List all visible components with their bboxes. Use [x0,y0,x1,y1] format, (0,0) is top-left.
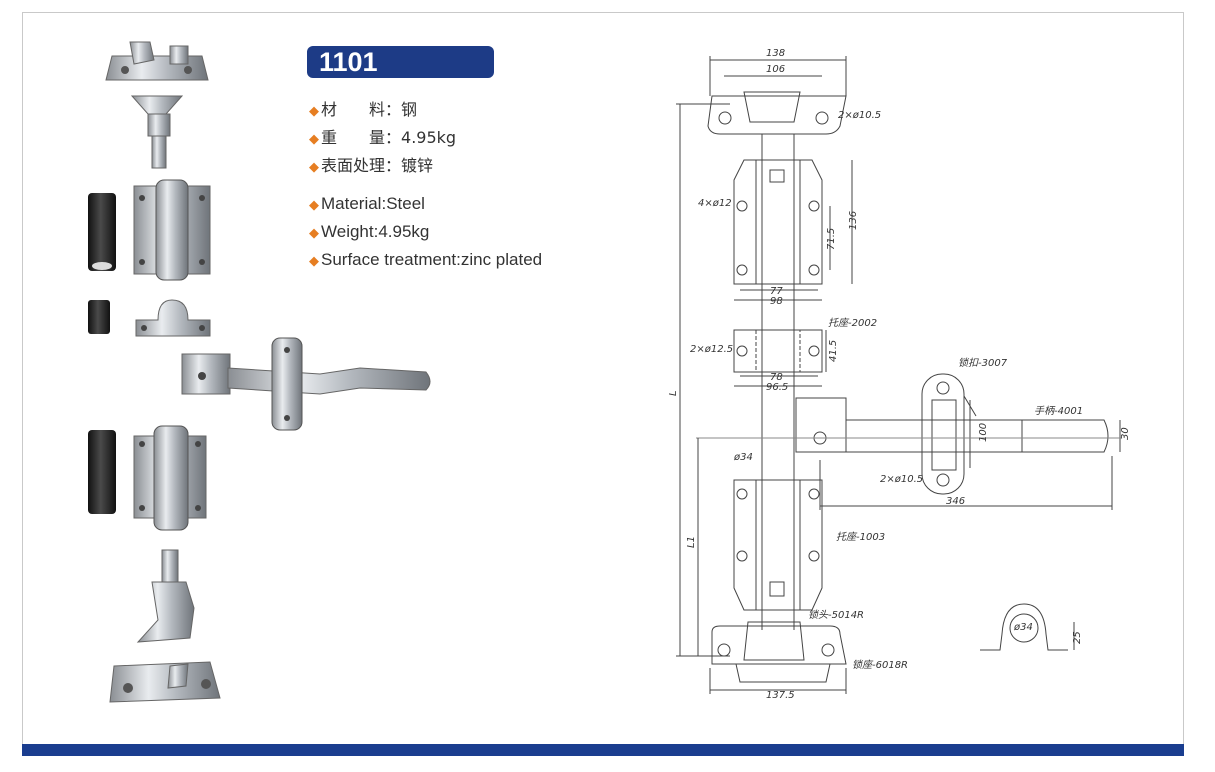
top-keeper-photo [105,41,209,81]
dim-98: 98 [770,296,783,307]
dim-96-5: 96.5 [766,382,788,393]
label-part-2002: 托座-2002 [828,317,877,329]
small-sleeve-photo [88,300,110,334]
rubber-sleeve-photo [88,193,116,271]
model-number-badge: 1101 [307,46,494,78]
spec-label: Material: [321,194,387,213]
handle-photo [181,337,431,431]
diamond-bullet-icon: ◆ [309,132,319,147]
dim-L: L [668,390,679,396]
dim-L1: L1 [686,536,697,548]
upper-bracket-photo [133,179,211,281]
spec-weight-en: ◆Weight:4.95kg [309,222,429,242]
spec-weight-cn: ◆重 量：4.95kg [309,124,456,148]
dim-71-5: 71.5 [826,228,837,250]
label-part-4001: 手柄-4001 [1034,405,1083,417]
label-hole-4x12: 4×ø12 [698,198,732,209]
dim-106: 106 [766,64,785,75]
spec-surface-en: ◆Surface treatment:zinc plated [309,250,542,270]
dim-138: 138 [766,48,785,59]
spec-value: 镀锌 [401,156,434,175]
label-part-6018R: 锁座-6018R [852,659,908,671]
dim-77: 77 [770,286,783,297]
dim-41-5: 41.5 [828,340,839,362]
rubber-sleeve-photo-2 [88,430,116,514]
spec-label: Weight: [321,222,379,241]
diamond-bullet-icon: ◆ [309,160,319,175]
spec-material-cn: ◆材 料：钢 [309,96,417,120]
label-hole-10-5: 2×ø10.5 [880,474,923,485]
label-hole-12-5: 2×ø12.5 [690,344,733,355]
top-cam-photo [130,95,184,169]
diamond-bullet-icon: ◆ [309,197,319,212]
lower-bracket-photo [133,425,207,531]
spec-value: 4.95kg [401,128,457,147]
spec-label: 重 量： [321,128,402,147]
label-part-1003: 托座-1003 [836,531,885,543]
diamond-bullet-icon: ◆ [309,225,319,240]
clamp-25: 25 [1072,631,1083,644]
label-hole-top: 2×ø10.5 [838,110,881,121]
spec-label: 表面处理： [321,156,402,175]
dim-d34: ø34 [733,452,753,463]
product-photos [88,41,431,703]
spec-label: 材 料： [321,100,402,119]
dim-137-5: 137.5 [766,690,795,701]
spec-value: zinc plated [460,250,543,269]
bottom-bar [22,744,1184,756]
spec-label: Surface treatment: [321,250,461,269]
small-clamp-photo [135,299,211,337]
clamp-d34: ø34 [1013,622,1033,633]
dim-30: 30 [1120,427,1131,440]
diamond-bullet-icon: ◆ [309,253,319,268]
diamond-bullet-icon: ◆ [309,104,319,119]
spec-value: 钢 [401,100,418,119]
bottom-keeper-photo [109,661,221,703]
label-part-5014R: 锁头-5014R [808,609,864,621]
label-part-3007: 锁扣-3007 [958,357,1008,369]
spec-surface-cn: ◆表面处理：镀锌 [309,152,433,176]
lower-cam-photo [136,549,195,643]
dim-100: 100 [978,423,989,442]
spec-material-en: ◆Material:Steel [309,194,425,214]
dim-78: 78 [770,372,783,383]
spec-value: 4.95kg [378,222,430,241]
dim-136: 136 [848,211,859,230]
spec-value: Steel [386,194,425,213]
dim-346: 346 [946,496,965,507]
